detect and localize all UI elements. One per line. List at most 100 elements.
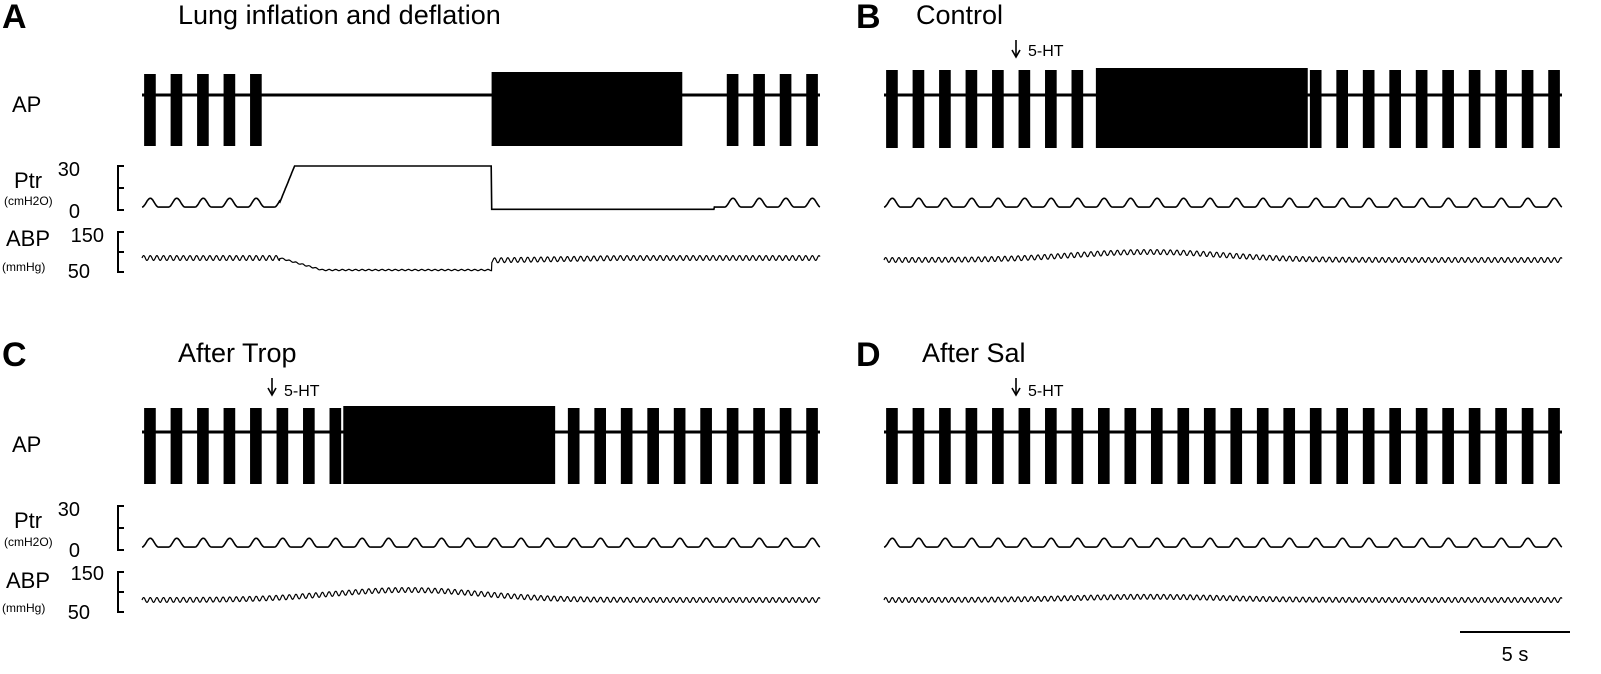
- ap-continuous-burst: [491, 72, 683, 146]
- ap-burst: [303, 408, 315, 484]
- panel-a-ptr-label: Ptr: [14, 168, 42, 193]
- ap-burst: [1124, 408, 1137, 484]
- ap-burst: [1071, 408, 1084, 484]
- ap-burst: [1309, 70, 1322, 148]
- ap-burst: [1018, 408, 1031, 484]
- ap-burst: [1468, 408, 1481, 484]
- ap-burst: [276, 408, 289, 484]
- ap-burst: [779, 408, 792, 484]
- panel-a-letter: A: [2, 0, 27, 36]
- panel-c-ptr-tick-top: 30: [58, 499, 80, 521]
- panel-b-letter: B: [856, 0, 881, 36]
- ap-burst: [726, 408, 739, 484]
- panel-a-abp-tick-bottom: 50: [68, 261, 90, 283]
- ap-burst: [1045, 408, 1057, 484]
- ap-burst: [620, 408, 633, 484]
- panel-d-letter: D: [856, 336, 881, 374]
- panel-c-abp-unit: (mmHg): [2, 601, 45, 615]
- panel-c-abp-tick-top: 150: [71, 563, 104, 585]
- ap-burst: [673, 408, 686, 484]
- panel-c-drug-label: 5-HT: [284, 383, 320, 400]
- ap-burst: [1468, 70, 1481, 148]
- panel-c-letter: C: [2, 336, 27, 374]
- panel-d-title: After Sal: [922, 338, 1026, 368]
- ap-burst: [223, 74, 236, 146]
- ap-burst: [1097, 408, 1110, 484]
- panel-c-title: After Trop: [178, 338, 297, 368]
- panel-d-drug-label: 5-HT: [1028, 383, 1064, 400]
- ap-burst: [1442, 408, 1454, 484]
- panel-a-title: Lung inflation and deflation: [178, 0, 501, 30]
- ap-burst: [753, 74, 765, 146]
- ap-burst: [250, 74, 262, 146]
- panel-d-traces: [883, 378, 1563, 604]
- ap-burst: [170, 74, 183, 146]
- panel-c-ap-label: AP: [12, 432, 41, 457]
- ap-burst: [1521, 408, 1534, 484]
- ap-burst: [939, 408, 951, 484]
- panel-a-abp-tick-top: 150: [71, 225, 104, 247]
- ap-burst: [1283, 408, 1296, 484]
- ap-burst: [1309, 408, 1322, 484]
- ap-burst: [250, 408, 262, 484]
- ap-burst: [779, 74, 792, 146]
- panel-c-abp-tick-bottom: 50: [68, 602, 90, 624]
- ap-burst: [329, 408, 342, 484]
- ap-burst: [1230, 408, 1243, 484]
- ptr-trace: [883, 537, 1563, 548]
- ap-burst: [1045, 70, 1057, 148]
- ap-burst: [144, 408, 156, 484]
- ap-burst: [1548, 70, 1560, 148]
- injection-arrowhead-icon: [267, 387, 277, 397]
- panel-a-ptr-tick-bottom: 0: [69, 201, 80, 223]
- panel-b-drug-label: 5-HT: [1028, 43, 1064, 60]
- panel-a-traces: [117, 72, 821, 273]
- ap-burst: [1442, 70, 1454, 148]
- panel-a-ap-label: AP: [12, 92, 41, 117]
- ap-burst: [1495, 408, 1507, 484]
- ap-burst: [753, 408, 765, 484]
- ap-burst: [1071, 70, 1084, 148]
- ptr-trace: [141, 165, 821, 211]
- panel-a-abp-unit: (mmHg): [2, 260, 45, 274]
- ap-burst: [700, 408, 712, 484]
- ap-burst: [1336, 408, 1349, 484]
- ap-burst: [912, 70, 925, 148]
- ptr-trace: [883, 197, 1563, 208]
- ap-burst: [1362, 70, 1375, 148]
- ptr-trace: [141, 537, 821, 548]
- ap-burst: [170, 408, 183, 484]
- ap-burst: [1548, 408, 1560, 484]
- ap-burst: [1495, 70, 1507, 148]
- ap-burst: [726, 74, 739, 146]
- ap-burst: [1415, 408, 1428, 484]
- ap-burst: [806, 408, 818, 484]
- panel-c-ptr-unit: (cmH2O): [4, 535, 53, 549]
- ap-burst: [965, 70, 978, 148]
- ap-burst: [992, 70, 1004, 148]
- panel-a-ptr-tick-top: 30: [58, 159, 80, 181]
- ap-burst: [223, 408, 236, 484]
- ap-burst: [1256, 408, 1269, 484]
- ap-burst: [1389, 70, 1401, 148]
- traces-layer: [117, 40, 1563, 613]
- ap-burst: [939, 70, 951, 148]
- ap-burst: [992, 408, 1004, 484]
- abp-trace: [141, 586, 821, 604]
- injection-arrowhead-icon: [1011, 387, 1021, 397]
- ap-burst: [647, 408, 659, 484]
- ap-continuous-burst: [1095, 68, 1308, 148]
- ap-burst: [912, 408, 925, 484]
- ap-continuous-burst: [343, 406, 556, 484]
- panel-c-ptr-tick-bottom: 0: [69, 540, 80, 562]
- panel-a-abp-label: ABP: [6, 226, 50, 251]
- panel-c-abp-label: ABP: [6, 568, 50, 593]
- ap-burst: [594, 408, 607, 484]
- ap-burst: [1415, 70, 1428, 148]
- panel-b-title: Control: [916, 0, 1003, 30]
- ap-burst: [886, 70, 898, 148]
- ap-burst: [197, 408, 209, 484]
- panel-c-ptr-label: Ptr: [14, 508, 42, 533]
- ap-burst: [1336, 70, 1349, 148]
